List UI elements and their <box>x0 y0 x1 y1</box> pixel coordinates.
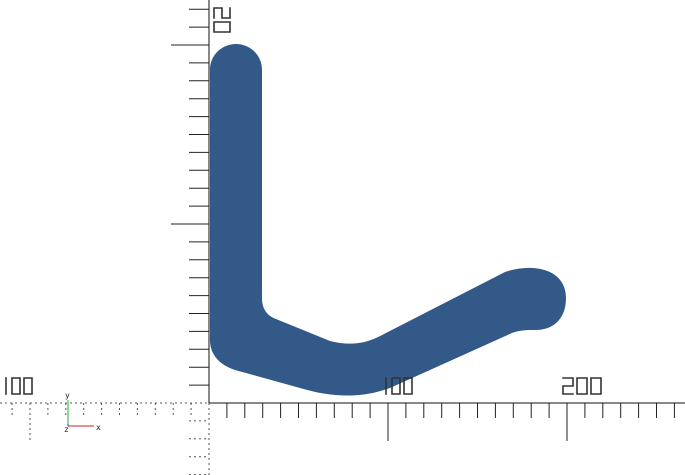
gizmo-z-label: z <box>64 425 69 434</box>
gizmo-x-label: x <box>96 423 101 432</box>
orientation-gizmo: x y z <box>64 391 101 434</box>
gizmo-y-label: y <box>65 391 70 400</box>
axis-label-x-neg-100 <box>5 377 33 395</box>
axis-label-y-200 <box>213 7 231 33</box>
extruded-shape[interactable] <box>210 44 566 396</box>
axis-ticks <box>11 8 675 475</box>
axis-label-x-100 <box>385 377 413 395</box>
axis-label-x-200 <box>562 377 602 395</box>
